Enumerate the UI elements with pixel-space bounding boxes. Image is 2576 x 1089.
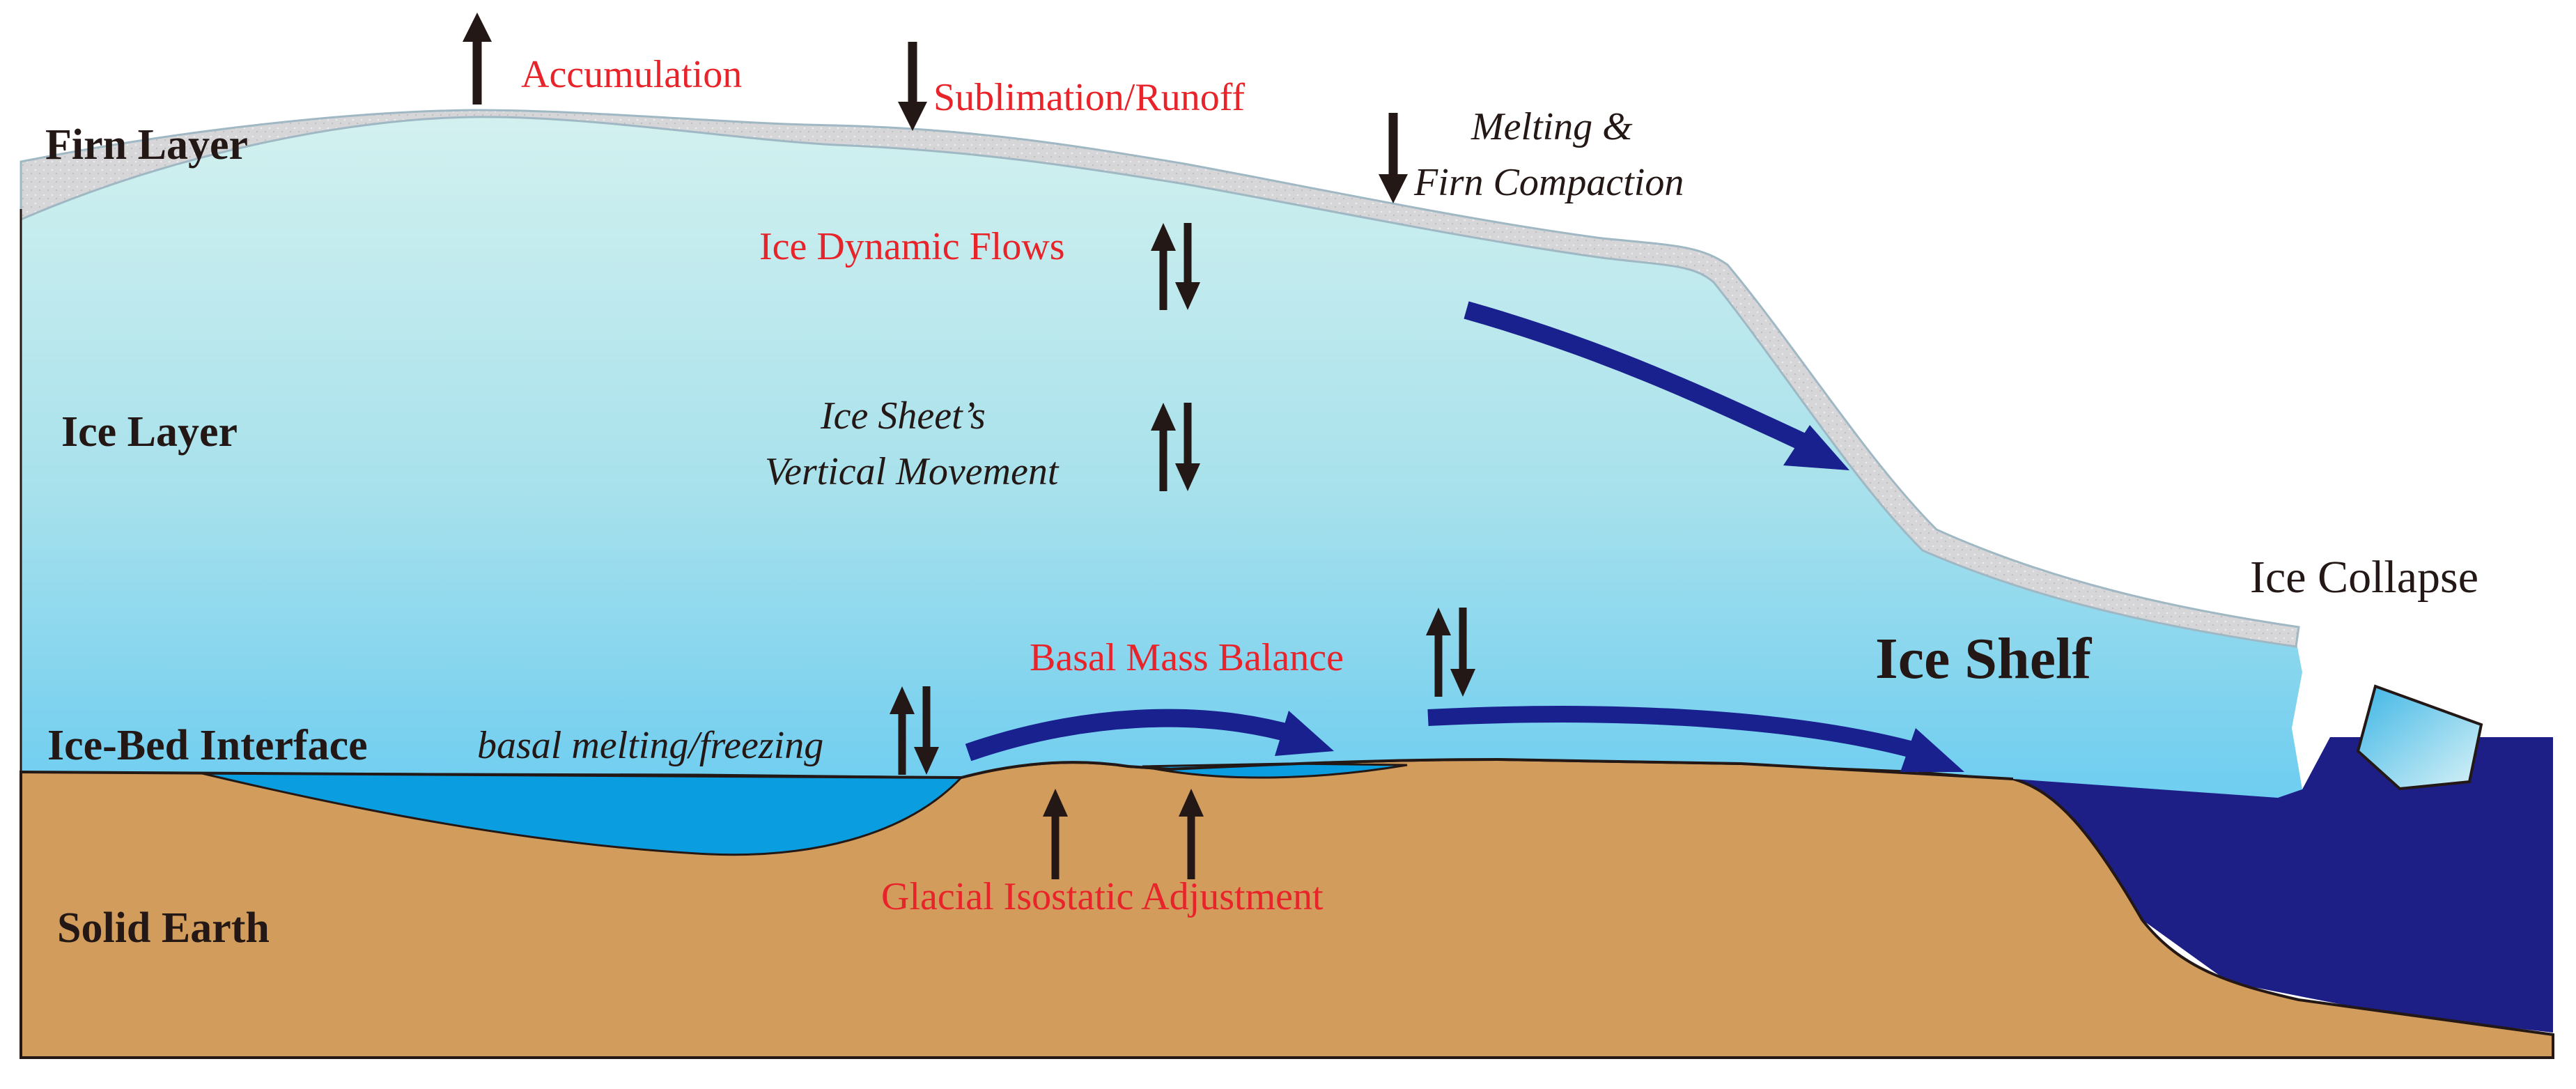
- sublimation-arrowhead: [898, 102, 927, 131]
- melting-arrowhead: [1379, 174, 1408, 203]
- label-ice-shelf: Ice Shelf: [1875, 626, 2092, 691]
- basal-melting-updown-arrows: [890, 686, 939, 775]
- label-solid-earth: Solid Earth: [57, 904, 270, 952]
- firn-layer: [20, 109, 2300, 648]
- ice-dynamic-updown-arrows: [1151, 223, 1200, 310]
- ocean: [2013, 737, 2553, 1033]
- label-vertical-line2: Vertical Movement: [765, 450, 1060, 493]
- label-sublimation-runoff: Sublimation/Runoff: [933, 76, 1245, 119]
- label-melting-line1: Melting &: [1471, 105, 1633, 148]
- ice-flow-arrows: [965, 301, 1964, 772]
- label-accumulation: Accumulation: [521, 53, 742, 96]
- label-ice-collapse: Ice Collapse: [2250, 552, 2478, 603]
- label-glacial-isostatic-adjustment: Glacial Isostatic Adjustment: [881, 875, 1324, 918]
- label-vertical-line1: Ice Sheet’s: [820, 394, 986, 438]
- basal-mass-updown-arrows: [1426, 608, 1475, 697]
- flow-arrow-basal-1-head: [1275, 711, 1334, 756]
- label-basal-mass-balance: Basal Mass Balance: [1030, 636, 1344, 679]
- accumulation-arrowhead: [463, 13, 492, 42]
- flow-arrow-upper-head: [1783, 425, 1849, 470]
- label-ice-layer: Ice Layer: [61, 408, 238, 456]
- label-ice-bed-interface: Ice-Bed Interface: [47, 722, 368, 769]
- label-ice-dynamic-flows: Ice Dynamic Flows: [759, 225, 1065, 268]
- ice-bed-interface-line: [20, 757, 2014, 780]
- flow-arrow-upper: [1464, 301, 1815, 454]
- flow-arrow-basal-2-head: [1900, 728, 1964, 772]
- subglacial-lake-left: [201, 772, 964, 856]
- flow-arrow-basal-2: [1427, 706, 1925, 761]
- flow-arrow-basal-1: [965, 709, 1298, 762]
- label-basal-melting-freezing: basal melting/freezing: [477, 724, 823, 767]
- label-melting-line2: Firn Compaction: [1413, 161, 1684, 204]
- gia-arrowhead-left: [1043, 789, 1068, 817]
- gia-arrowhead-right: [1179, 789, 1204, 817]
- process-arrows: [463, 13, 1475, 879]
- label-firn-layer: Firn Layer: [45, 121, 248, 169]
- iceberg: [2356, 684, 2483, 791]
- vertical-movement-updown-arrows: [1151, 403, 1200, 491]
